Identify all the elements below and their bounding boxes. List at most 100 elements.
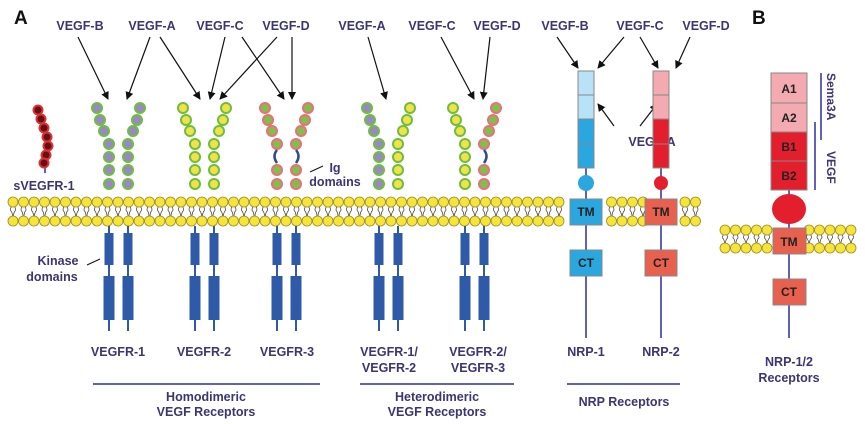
nrp1-tm-label: TM <box>577 205 594 219</box>
lipid-head <box>824 242 836 254</box>
lipid-tail <box>440 205 444 218</box>
receptor-label-vegfr1: VEGFR-1 <box>91 345 145 359</box>
lipid-head <box>154 215 166 227</box>
lipid-head <box>165 215 176 227</box>
kinase-domain-lower <box>271 276 283 320</box>
kinase-domain-lower <box>392 276 404 320</box>
ig-domain <box>373 151 385 163</box>
lipid-head <box>102 215 113 227</box>
lipid-head <box>448 215 460 227</box>
lipid-tail <box>475 205 478 218</box>
nrp1-ct-label: CT <box>578 256 595 270</box>
lipid-head <box>730 242 741 254</box>
lipid-tail <box>31 205 34 218</box>
lipid-head <box>81 196 92 208</box>
lipid-tail <box>244 205 247 218</box>
nrp12-tm-label: TM <box>780 235 797 249</box>
ig-domain <box>189 178 201 190</box>
nrp12-segment-b2 <box>770 160 808 191</box>
lipid-tail <box>314 205 318 218</box>
lipid-tail <box>559 205 562 218</box>
nrp12-mam-domain <box>772 194 806 224</box>
lipid-head <box>259 196 271 208</box>
ig-domain <box>483 125 495 137</box>
lipid-tail <box>622 205 625 218</box>
ig-domain <box>478 164 490 176</box>
lipid-head <box>553 215 565 227</box>
kinase-domains-label: Kinase <box>38 254 79 268</box>
ig-domain <box>208 178 220 190</box>
ig-domain <box>208 138 220 150</box>
arrow <box>367 36 388 100</box>
lipid-tail <box>517 205 520 218</box>
ligand-label-vegf-a: VEGF-A <box>338 19 385 33</box>
receptor-label-vegfr2-3: VEGFR-3 <box>451 361 505 375</box>
lipid-tail <box>76 205 79 218</box>
ig-domain <box>266 125 278 137</box>
lipid-tail <box>10 205 13 218</box>
nrp12-receptor-label: Receptors <box>758 371 819 385</box>
lipid-head <box>301 215 313 227</box>
lipid-tail <box>86 205 90 218</box>
lipid-head <box>18 196 29 208</box>
lipid-head <box>522 215 533 227</box>
lipid-head <box>627 196 638 208</box>
lipid-head <box>480 215 491 227</box>
lipid-head <box>39 196 50 208</box>
lipid-head <box>322 215 334 227</box>
ligand-label-vegf-c: VEGF-C <box>616 19 663 33</box>
lipid-tail <box>629 205 633 218</box>
lipid-tail <box>275 205 279 218</box>
lipid-tail <box>62 205 66 218</box>
lipid-tail <box>188 205 192 218</box>
lipid-tail <box>230 205 234 218</box>
lipid-tail <box>128 205 132 218</box>
lipid-head <box>112 196 124 208</box>
lipid-head <box>112 215 124 227</box>
lipid-head <box>522 196 533 208</box>
lipid-head <box>123 215 134 227</box>
lipid-head <box>417 215 428 227</box>
lipid-head <box>28 196 40 208</box>
lipid-tail <box>209 205 213 218</box>
lipid-head <box>730 224 741 236</box>
kinase-domain-upper <box>272 233 282 265</box>
lipid-head <box>123 196 134 208</box>
ig-domain <box>368 125 380 137</box>
lipid-head <box>291 215 302 227</box>
group-label-nrp: NRP Receptors <box>579 395 670 409</box>
ig-domain-cleavage-link <box>294 149 300 164</box>
lipid-tail <box>527 205 531 218</box>
lipid-tail <box>220 205 223 218</box>
lipid-tail <box>485 205 489 218</box>
lipid-tail <box>837 233 841 245</box>
lipid-head <box>396 215 407 227</box>
lipid-head <box>490 215 502 227</box>
lipid-tail <box>335 205 339 218</box>
ligand-label-vegf-b: VEGF-B <box>541 19 588 33</box>
ig-domain <box>220 102 232 114</box>
lipid-tail <box>464 205 468 218</box>
arrow <box>440 36 475 100</box>
lipid-head <box>824 224 836 236</box>
nrp1-receptor: TM CT <box>569 70 603 338</box>
lipid-tail <box>191 205 195 218</box>
nrp12-segment-a1 <box>770 72 808 104</box>
lipid-head <box>751 224 762 236</box>
receptor-label-vegfr1-2: VEGFR-1/ <box>360 345 418 359</box>
lipid-tail <box>611 205 615 218</box>
nrp2-segment-b1 <box>652 118 670 145</box>
nrp1-tm-domain <box>569 198 603 226</box>
lipid-tail <box>223 205 226 218</box>
lipid-tail <box>732 233 736 245</box>
ig-domain <box>103 164 115 176</box>
lipid-tail <box>493 205 496 218</box>
ig-domain <box>290 164 302 176</box>
kinase-domain-upper <box>291 233 301 265</box>
receptor-label-vegfr2: VEGFR-2 <box>177 345 231 359</box>
lipid-head <box>719 242 731 254</box>
lipid-head <box>532 196 544 208</box>
lipid-tail <box>212 205 216 218</box>
lipid-head <box>543 215 554 227</box>
nrp2-tm-label: TM <box>652 205 669 219</box>
